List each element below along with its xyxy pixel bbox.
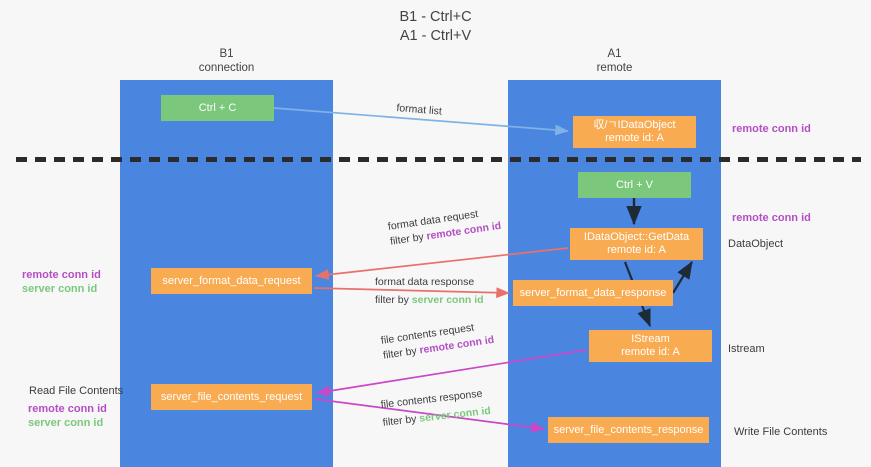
page-title: B1 - Ctrl+C A1 - Ctrl+V [0,8,871,46]
lane-header-b1-subtitle: connection [198,61,255,74]
edge-label-format-data-response: format data response filter by server co… [375,275,484,308]
annotation-write-file-contents: Write File Contents [734,426,828,438]
filter-key-server-conn-id: server conn id [418,404,492,425]
annotation-left-conn-ids-top: remote conn id server conn id [22,268,101,296]
node-ctrl-v-label: Ctrl + V [616,178,653,191]
node-idataobject-line2: remote id: A [605,132,664,144]
annotation-remote-conn-id-top: remote conn id [732,123,811,135]
filter-prefix: filter by [382,412,420,429]
lane-header-a1-subtitle: remote [596,61,633,74]
annotation-left-remote-conn-id-bottom: remote conn id [28,403,107,415]
edge-label-format-list: format list [396,101,443,120]
node-istream-line1: IStream [631,333,670,345]
node-idataobject[interactable]: 収/ㄱIDataObject remote id: A [573,116,696,148]
node-server-file-contents-response[interactable]: server_file_contents_response [548,417,709,443]
node-server-file-contents-request-label: server_file_contents_request [160,390,303,403]
edge-label-format-data-response-text: format data response [375,276,475,288]
node-istream[interactable]: IStream remote id: A [589,330,712,362]
node-server-format-data-request-label: server_format_data_request [162,274,301,287]
edge-label-format-list-text: format list [395,101,443,118]
lane-header-a1-name: A1 [607,48,622,60]
annotation-read-file-contents: Read File Contents [29,385,124,397]
node-istream-line2: remote id: A [621,346,680,358]
node-ctrl-c-label: Ctrl + C [198,101,237,114]
filter-prefix: filter by [389,230,428,248]
edge-label-format-data-request: format data request filter by remote con… [387,204,502,250]
edge-label-file-contents-request: file contents request filter by remote c… [380,318,495,364]
filter-key-server-conn-id: server conn id [411,294,484,306]
node-idataobject-line1: 収/ㄱIDataObject [593,119,676,131]
annotation-left-server-conn-id-bottom: server conn id [28,417,104,429]
edge-label-file-contents-response: file contents response filter by server … [380,386,492,431]
filter-prefix: filter by [382,344,421,362]
node-ctrl-c[interactable]: Ctrl + C [161,95,274,121]
node-getdata-line1: IDataObject::GetData [583,231,690,243]
lane-header-b1: B1 connection [120,48,333,75]
lane-header-b1-name: B1 [219,48,234,60]
title-line-2: A1 - Ctrl+V [399,28,472,44]
node-server-file-contents-request[interactable]: server_file_contents_request [151,384,312,410]
annotation-left-remote-conn-id-top: remote conn id [22,269,101,281]
annotation-left-conn-ids-bottom: remote conn id server conn id [28,402,107,430]
node-server-format-data-response[interactable]: server_format_data_response [513,280,673,306]
filter-prefix: filter by [375,294,412,306]
node-getdata-line2: remote id: A [607,244,666,256]
annotation-dataobject: DataObject [728,238,784,250]
annotation-left-server-conn-id-top: server conn id [22,283,98,295]
title-line-1: B1 - Ctrl+C [399,9,472,25]
lane-header-a1: A1 remote [508,48,721,75]
node-idataobject-getdata[interactable]: IDataObject::GetData remote id: A [570,228,703,260]
node-server-format-data-request[interactable]: server_format_data_request [151,268,312,294]
edge-label-format-data-response-filter: filter by server conn id [375,293,484,308]
annotation-remote-conn-id-mid: remote conn id [732,212,811,224]
node-server-file-contents-response-label: server_file_contents_response [553,423,704,436]
phase-divider [16,157,861,162]
annotation-istream: Istream [728,343,765,355]
node-server-format-data-response-label: server_format_data_response [519,286,667,299]
node-ctrl-v[interactable]: Ctrl + V [578,172,691,198]
